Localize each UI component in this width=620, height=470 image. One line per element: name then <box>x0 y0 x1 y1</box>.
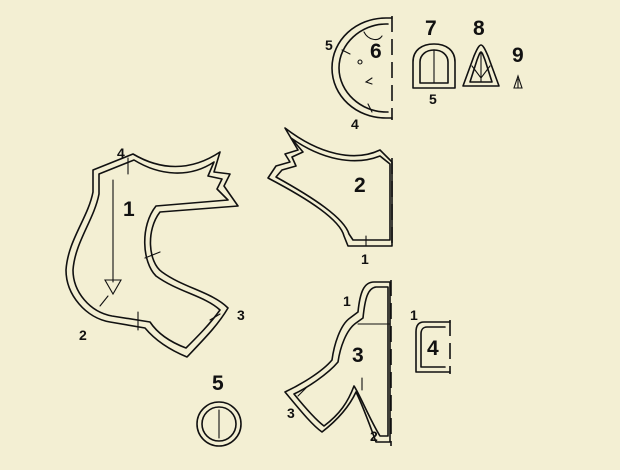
piece-2-number: 2 <box>354 174 366 197</box>
piece-3: 3 1 3 2 <box>284 280 392 446</box>
piece-3-number: 3 <box>352 344 364 367</box>
piece-3-mark-bottom: 2 <box>370 428 378 444</box>
piece-1: 1 4 2 3 <box>65 145 245 358</box>
piece-6: 6 5 4 <box>325 16 393 132</box>
piece-6-number: 6 <box>370 40 382 63</box>
piece-4-number: 4 <box>427 337 439 360</box>
piece-8-number: 8 <box>473 17 485 40</box>
piece-1-mark-bottom: 2 <box>79 327 87 343</box>
piece-2: 2 1 <box>267 127 393 267</box>
piece-7-mark-bottom: 5 <box>429 91 437 107</box>
piece-5: 5 <box>196 372 242 447</box>
piece-2-mark-bottom: 1 <box>361 251 369 267</box>
piece-1-mark-right: 3 <box>237 307 245 323</box>
piece-9-number: 9 <box>512 44 524 67</box>
piece-8: 8 <box>462 17 500 87</box>
piece-3-mark-top: 1 <box>343 293 351 309</box>
piece-1-mark-top: 4 <box>117 145 125 161</box>
piece-9: 9 <box>512 44 524 89</box>
piece-4: 4 1 <box>410 307 451 374</box>
piece-6-mark-bottom: 4 <box>351 116 359 132</box>
piece-7-number: 7 <box>425 17 437 40</box>
piece-4-mark-left: 1 <box>410 307 418 323</box>
piece-6-mark-left: 5 <box>325 37 333 53</box>
piece-3-mark-left: 3 <box>287 405 295 421</box>
piece-5-number: 5 <box>212 372 224 395</box>
piece-7: 7 5 <box>412 17 456 107</box>
piece-1-number: 1 <box>123 198 135 221</box>
